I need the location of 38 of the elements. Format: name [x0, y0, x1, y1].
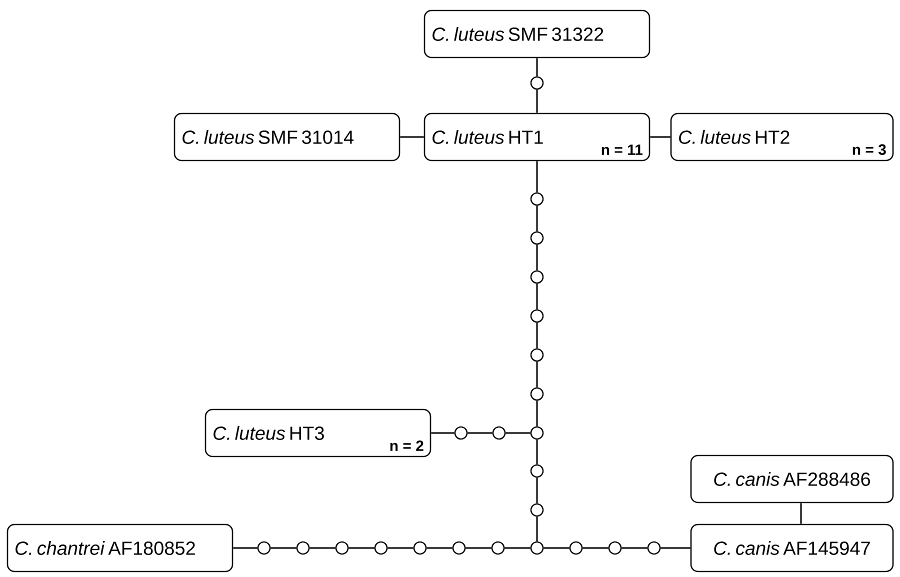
connector-line	[233, 547, 258, 549]
connector-line	[468, 432, 492, 434]
count-label: n = 3	[852, 144, 886, 155]
connector-line	[650, 136, 670, 138]
connector-line	[426, 547, 452, 549]
connector-line	[536, 58, 538, 76]
connector-line	[536, 440, 538, 464]
connector-line	[536, 284, 538, 310]
haplotype-box: C. luteus SMF 31322	[424, 10, 650, 58]
connector-line	[536, 362, 538, 388]
connector-line	[544, 547, 570, 549]
connector-line	[582, 547, 608, 549]
connector-line	[431, 432, 454, 434]
connector-line	[536, 244, 538, 270]
connector-line	[800, 503, 802, 524]
connector-line	[660, 547, 690, 549]
connector-line	[310, 547, 336, 549]
connector-line	[536, 516, 538, 542]
connector-line	[466, 547, 492, 549]
connector-line	[400, 136, 424, 138]
connector-line	[270, 547, 296, 549]
connector-line	[504, 547, 530, 549]
connector-line	[536, 90, 538, 113]
haplotype-box: C. canis AF288486	[690, 454, 894, 504]
connector-line	[622, 547, 648, 549]
haplotype-box: C. canis AF145947	[690, 524, 894, 572]
connector-line	[536, 322, 538, 348]
connector-line	[536, 206, 538, 232]
connector-line	[388, 547, 414, 549]
count-label: n = 2	[390, 440, 424, 451]
connector-line	[536, 161, 538, 192]
count-label: n = 11	[602, 144, 643, 155]
connector-line	[506, 432, 530, 434]
haplotype-box: C. luteus SMF 31014	[174, 112, 400, 162]
connector-line	[536, 478, 538, 504]
connector-line	[348, 547, 374, 549]
connector-line	[536, 400, 538, 426]
haplotype-box: C. chantrei AF180852	[6, 524, 234, 572]
